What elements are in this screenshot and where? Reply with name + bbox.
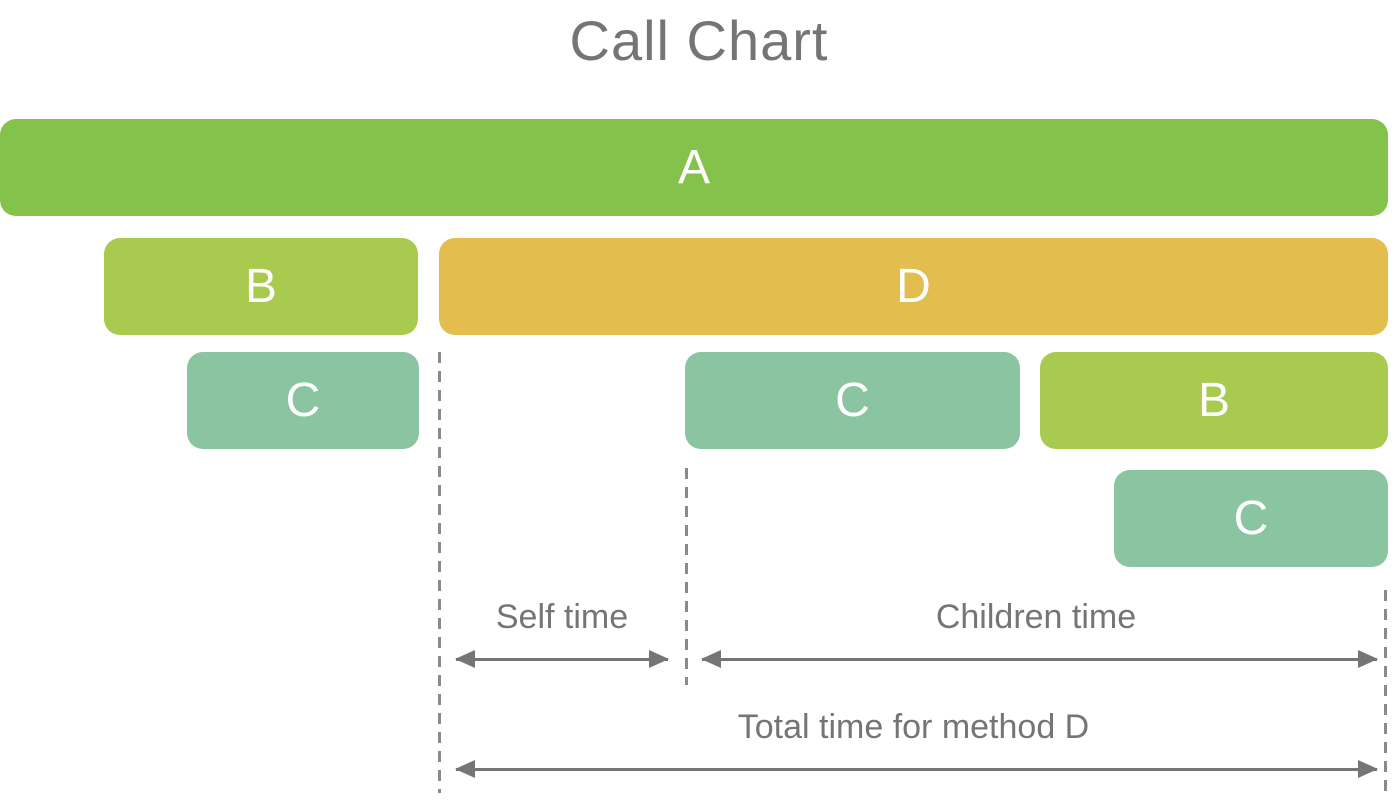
children-time-arrow [701,650,1378,668]
bar-b-first-label: B [244,259,277,313]
bar-b-second: B [1040,352,1388,449]
bar-c-first-label: C [285,373,321,427]
dashed-line-method-d-start [438,352,441,793]
dashed-line-method-d-end [1384,590,1387,793]
bar-a: A [0,119,1388,216]
bar-b-first: B [104,238,418,335]
bar-d-label: D [896,259,931,313]
bar-c-third-label: C [1233,491,1269,545]
self-time-label: Self time [495,598,629,636]
total-time-label: Total time for method D [737,708,1090,746]
bar-c-second: C [685,352,1020,449]
bar-b-second-label: B [1197,373,1230,427]
children-time-label: Children time [935,598,1137,636]
self-time-arrow [455,650,669,668]
bar-a-label: A [677,140,710,194]
bar-d: D [439,238,1388,335]
bar-c-second-label: C [835,373,870,427]
bar-c-first: C [187,352,419,449]
total-time-arrow [455,760,1378,778]
bar-c-third: C [1114,470,1388,567]
dashed-line-children-start [685,468,688,685]
chart-title: Call Chart [569,9,829,72]
